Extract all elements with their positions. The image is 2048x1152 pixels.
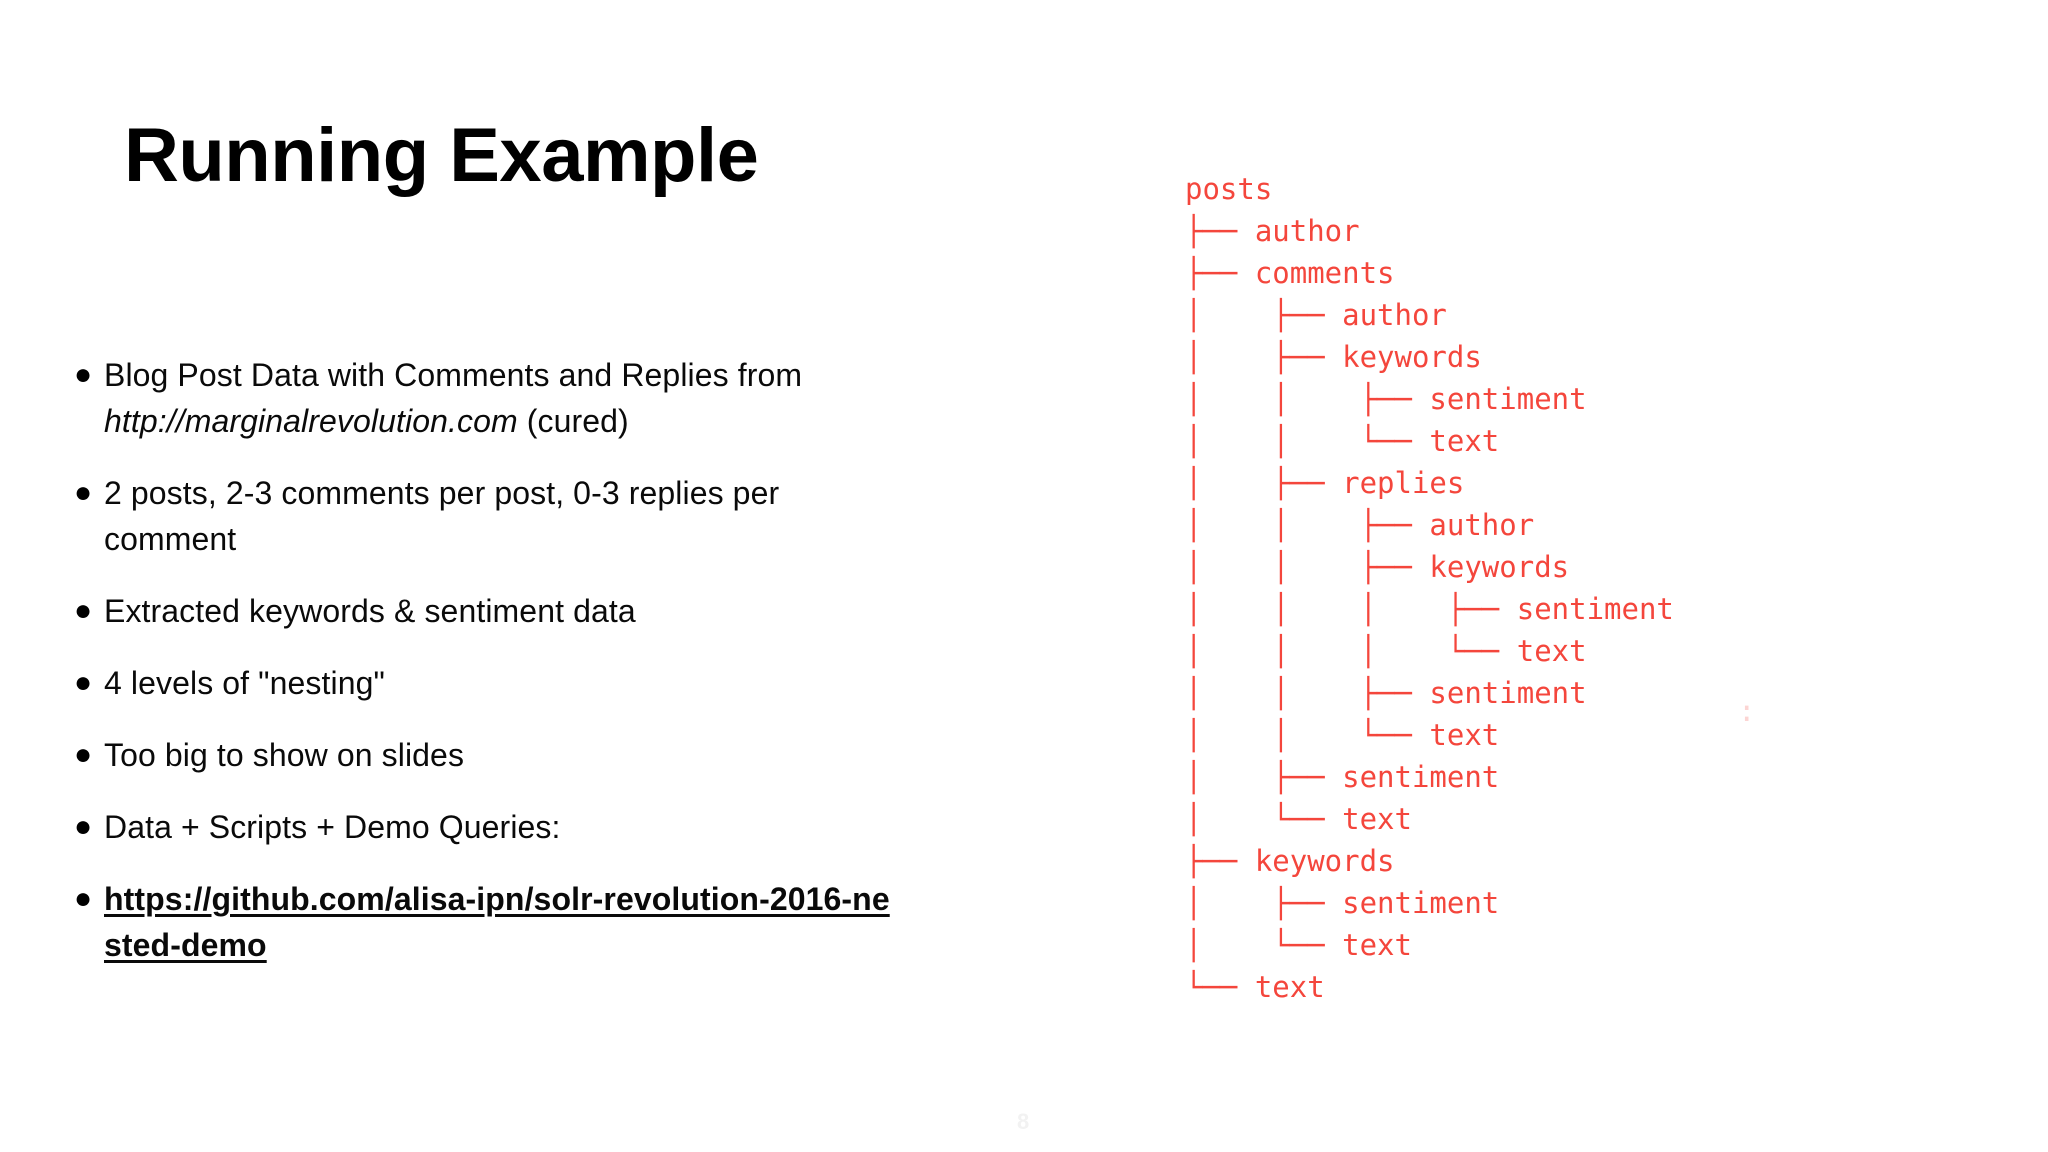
page-title: Running Example [124, 113, 759, 198]
page-number: 8 [1017, 1109, 1030, 1134]
text-span: 4 levels of "nesting" [104, 665, 385, 701]
bullet-list: ● Blog Post Data with Comments and Replie… [72, 352, 892, 994]
tree-node: │ └── text [1185, 802, 1412, 836]
source-url-italic: http://marginalrevolution.com [104, 403, 518, 439]
json-schema-tree: posts ├── author ├── comments │ ├── author │… [1185, 168, 1674, 1008]
text-span: Extracted keywords & sentiment data [104, 593, 636, 629]
bullet-text: 4 levels of "nesting" [104, 660, 892, 706]
text-span: Too big to show on slides [104, 737, 465, 773]
bullet-item: ● 4 levels of "nesting" [72, 660, 892, 706]
tree-node: │ │ └── text [1185, 424, 1500, 458]
text-span: https://github.com/alisa-ipn/solr-revolu… [104, 881, 890, 963]
bullet-text: Data + Scripts + Demo Queries: [104, 804, 892, 850]
bullet-item: ● Blog Post Data with Comments and Replie… [72, 352, 892, 444]
tree-node: │ ├── sentiment [1185, 760, 1500, 794]
tree-node: ├── author [1185, 214, 1360, 248]
bullet-item: ● 2 posts, 2-3 comments per post, 0-3 rep… [72, 470, 892, 562]
tree-node: │ ├── sentiment [1185, 886, 1500, 920]
bullet-dot-icon: ● [74, 666, 93, 699]
tree-node: │ │ ├── keywords [1185, 550, 1570, 584]
tree-node: ├── comments [1185, 256, 1395, 290]
tree-node: │ │ ├── sentiment [1185, 382, 1587, 416]
bullet-item: ● https://github.com/alisa-ipn/solr-revol… [72, 876, 892, 968]
tree-root-node: posts [1185, 172, 1273, 206]
bullet-text: Blog Post Data with Comments and Replies… [104, 352, 892, 444]
bullet-dot-icon: ● [74, 476, 93, 509]
tree-node: │ │ ├── sentiment [1185, 676, 1587, 710]
bullet-dot-icon: ● [74, 810, 93, 843]
tree-node: │ │ │ ├── sentiment [1185, 592, 1674, 626]
bullet-dot-icon: ● [74, 358, 93, 391]
tree-node: │ ├── keywords [1185, 340, 1482, 374]
tree-node: │ │ └── text [1185, 718, 1500, 752]
tree-node: └── text [1185, 970, 1325, 1004]
tree-node: │ └── text [1185, 928, 1412, 962]
text-span: Data + Scripts + Demo Queries: [104, 809, 561, 845]
bullet-dot-icon: ● [74, 882, 93, 915]
tree-node: ├── keywords [1185, 844, 1395, 878]
bullet-text: 2 posts, 2-3 comments per post, 0-3 repl… [104, 470, 892, 562]
tree-node: │ │ │ └── text [1185, 634, 1587, 668]
bullet-item: ● Extracted keywords & sentiment data [72, 588, 892, 634]
bullet-item: ● Data + Scripts + Demo Queries: [72, 804, 892, 850]
bullet-dot-icon: ● [74, 594, 93, 627]
text-span: Blog Post Data with Comments and Replies… [104, 357, 803, 393]
bullet-dot-icon: ● [74, 738, 93, 771]
tree-node: │ ├── author [1185, 298, 1447, 332]
bullet-text: Extracted keywords & sentiment data [104, 588, 892, 634]
text-span: 2 posts, 2-3 comments per post, 0-3 repl… [104, 475, 780, 557]
bullet-text: Too big to show on slides [104, 732, 892, 778]
tree-artifact-glyph: : [1738, 694, 1756, 728]
text-span: (cured) [517, 403, 629, 439]
tree-node: │ │ ├── author [1185, 508, 1535, 542]
tree-node: │ ├── replies [1185, 466, 1465, 500]
github-repo-link[interactable]: https://github.com/alisa-ipn/solr-revolu… [104, 876, 892, 968]
bullet-item: ● Too big to show on slides [72, 732, 892, 778]
